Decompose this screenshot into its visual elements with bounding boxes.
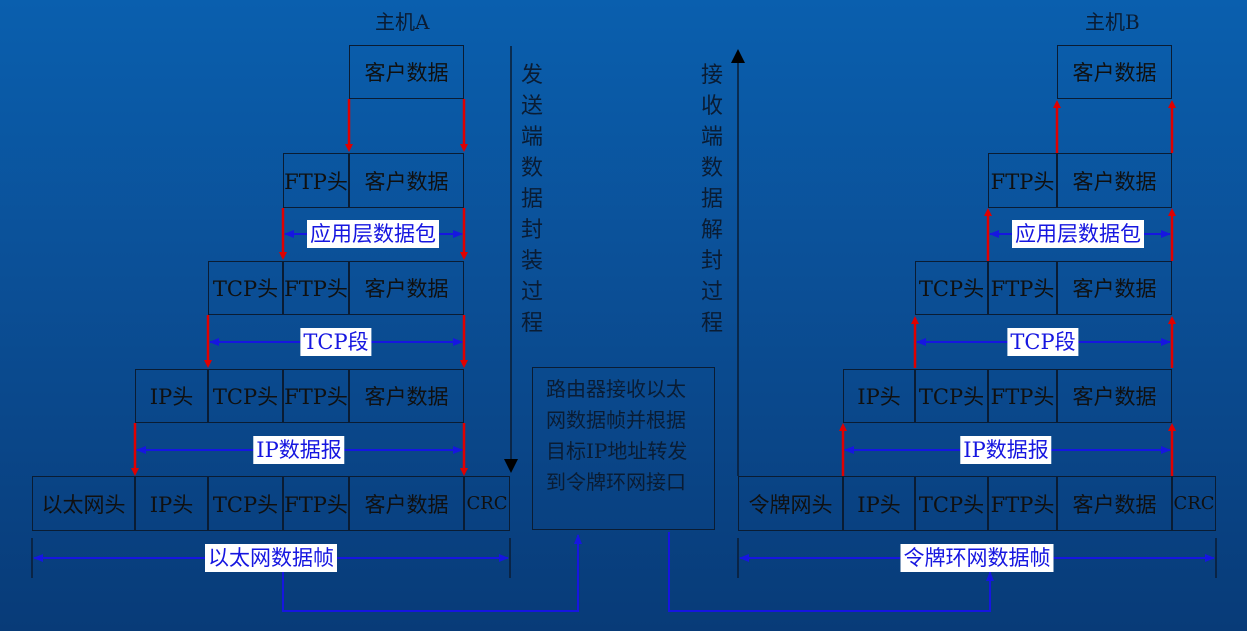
host-a-crc: CRC (464, 476, 510, 531)
recv-process-caption: 接 收 端 数 据 解 封 过 程 (701, 63, 724, 336)
host-b-ip-head-row4: IP头 (843, 369, 915, 423)
host-b-ftp-head-row5: FTP头 (988, 476, 1057, 531)
host-a-ftp-head-row4: FTP头 (283, 369, 349, 423)
direction-arrows (504, 46, 745, 476)
host-a-client-data-row2: 客户数据 (349, 153, 464, 208)
host-b-ftp-head-row4: FTP头 (988, 369, 1057, 423)
host-a-client-data-row5: 客户数据 (349, 476, 464, 531)
host-b-app-packet-label: 应用层数据包 (1012, 220, 1144, 248)
host-b-tcp-segment-label: TCP段 (1007, 328, 1079, 356)
frame-ticks (31, 538, 1217, 578)
host-a-ip-datagram-label: IP数据报 (253, 436, 345, 464)
host-b-decap-arrows (839, 100, 1176, 476)
host-b-client-data-row2: 客户数据 (1057, 153, 1172, 208)
host-a-eth-head: 以太网头 (32, 476, 135, 531)
host-a-client-data-row3: 客户数据 (349, 261, 464, 315)
host-b-client-data-row1: 客户数据 (1057, 45, 1172, 99)
host-b-ip-datagram-label: IP数据报 (960, 436, 1052, 464)
host-a-ip-head-row4: IP头 (135, 369, 208, 423)
host-b-ftp-head-row3: FTP头 (988, 261, 1057, 315)
host-a-ip-head-row5: IP头 (135, 476, 208, 531)
host-b-client-data-row4: 客户数据 (1057, 369, 1172, 423)
host-b-tcp-head-row3: TCP头 (915, 261, 988, 315)
routing-path (282, 532, 994, 612)
host-a-ftp-head-row5: FTP头 (283, 476, 349, 531)
send-process-caption: 发 送 端 数 据 封 装 过 程 (521, 63, 544, 336)
host-a-eth-frame-label: 以太网数据帧 (205, 544, 337, 572)
host-a-tcp-segment-label: TCP段 (300, 328, 372, 356)
host-b-client-data-row5: 客户数据 (1057, 476, 1172, 531)
host-a-app-packet-label: 应用层数据包 (307, 220, 439, 248)
host-b-tcp-head-row5: TCP头 (915, 476, 988, 531)
host-b-token-head: 令牌网头 (738, 476, 843, 531)
host-a-client-data-row1: 客户数据 (349, 45, 464, 99)
host-b-token-frame-label: 令牌环网数据帧 (900, 544, 1054, 572)
host-a-client-data-row4: 客户数据 (349, 369, 464, 423)
host-b-title: 主机B (1085, 10, 1140, 34)
host-b-ip-head-row5: IP头 (843, 476, 915, 531)
host-b-tcp-head-row4: TCP头 (915, 369, 988, 423)
host-a-ftp-head-row2: FTP头 (283, 153, 349, 208)
host-b-ftp-head-row2: FTP头 (988, 153, 1057, 208)
host-a-encap-arrows (131, 99, 468, 476)
host-b-crc: CRC (1172, 476, 1216, 531)
host-a-tcp-head-row4: TCP头 (208, 369, 283, 423)
host-a-title: 主机A (375, 10, 430, 34)
host-a-ftp-head-row3: FTP头 (283, 261, 349, 315)
host-a-tcp-head-row5: TCP头 (208, 476, 283, 531)
host-a-tcp-head-row3: TCP头 (208, 261, 283, 315)
host-b-client-data-row3: 客户数据 (1057, 261, 1172, 315)
router-box: 路由器接收以太 网数据帧并根据 目标IP地址转发 到令牌环网接口 (532, 367, 715, 530)
